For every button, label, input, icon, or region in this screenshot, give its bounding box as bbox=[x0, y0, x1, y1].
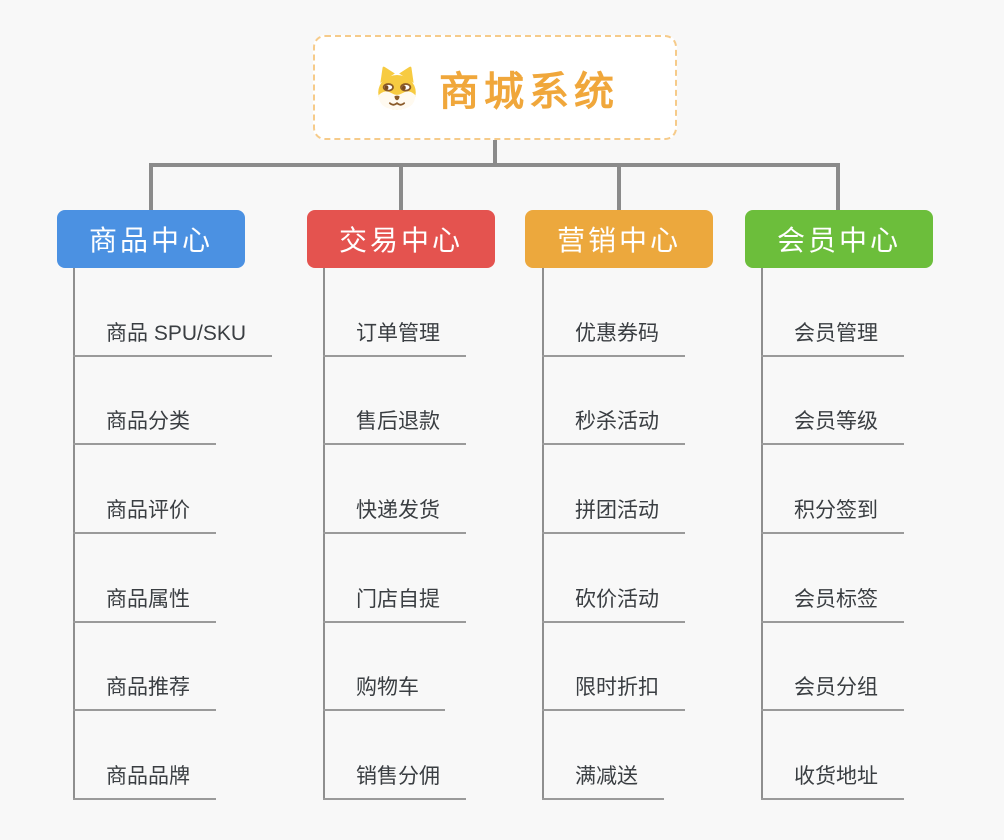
branch-label: 交易中心 bbox=[338, 225, 463, 256]
child-row: 秒杀活动 bbox=[542, 357, 685, 446]
leaf-node[interactable]: 商品品牌 bbox=[73, 760, 216, 801]
connector-horizontal-bar bbox=[149, 163, 840, 167]
branch-label: 会员中心 bbox=[776, 225, 901, 256]
leaf-node[interactable]: 商品分类 bbox=[73, 405, 216, 446]
connector-drop-branch-2 bbox=[399, 163, 403, 210]
leaf-node[interactable]: 快递发货 bbox=[323, 494, 466, 535]
leaf-node[interactable]: 销售分佣 bbox=[323, 760, 466, 801]
leaf-node[interactable]: 商品属性 bbox=[73, 583, 216, 623]
leaf-node[interactable]: 积分签到 bbox=[761, 494, 904, 535]
leaf-node[interactable]: 满减送 bbox=[542, 760, 664, 801]
connector-drop-branch-3 bbox=[617, 163, 621, 210]
branch-label: 营销中心 bbox=[556, 225, 681, 256]
child-row: 收货地址 bbox=[761, 711, 904, 801]
leaf-node[interactable]: 砍价活动 bbox=[542, 583, 685, 623]
child-row: 拼团活动 bbox=[542, 445, 685, 535]
child-row: 会员等级 bbox=[761, 357, 904, 446]
child-row: 积分签到 bbox=[761, 445, 904, 535]
root-node[interactable]: 商城系统 bbox=[313, 35, 677, 140]
connector-root-stub bbox=[493, 140, 497, 165]
leaf-node[interactable]: 门店自提 bbox=[323, 583, 466, 623]
leaf-node[interactable]: 商品评价 bbox=[73, 494, 216, 535]
child-row: 限时折扣 bbox=[542, 623, 685, 712]
leaf-node[interactable]: 会员管理 bbox=[761, 317, 904, 357]
branch-node-marketing-center[interactable]: 营销中心 bbox=[525, 210, 713, 268]
child-row: 会员管理 bbox=[761, 268, 904, 357]
child-row: 售后退款 bbox=[323, 357, 466, 446]
leaf-node[interactable]: 订单管理 bbox=[323, 317, 466, 357]
leaf-node[interactable]: 会员标签 bbox=[761, 583, 904, 623]
child-row: 商品推荐 bbox=[73, 623, 272, 712]
child-row: 快递发货 bbox=[323, 445, 466, 535]
leaf-node[interactable]: 秒杀活动 bbox=[542, 405, 685, 446]
leaf-node[interactable]: 会员分组 bbox=[761, 671, 904, 712]
leaf-node[interactable]: 限时折扣 bbox=[542, 671, 685, 712]
child-row: 会员分组 bbox=[761, 623, 904, 712]
branch-label: 商品中心 bbox=[88, 225, 213, 256]
children-trade-center: 订单管理 售后退款 快递发货 门店自提 购物车 销售分佣 bbox=[323, 268, 466, 801]
leaf-node[interactable]: 收货地址 bbox=[761, 760, 904, 801]
dog-face-icon bbox=[371, 63, 423, 113]
branch-node-product-center[interactable]: 商品中心 bbox=[57, 210, 245, 268]
child-row: 商品 SPU/SKU bbox=[73, 268, 273, 357]
leaf-node[interactable]: 售后退款 bbox=[323, 405, 466, 446]
leaf-node[interactable]: 拼团活动 bbox=[542, 494, 685, 535]
child-row: 砍价活动 bbox=[542, 534, 685, 623]
child-row: 门店自提 bbox=[323, 534, 466, 623]
child-row: 订单管理 bbox=[323, 268, 466, 357]
child-row: 优惠券码 bbox=[542, 268, 685, 357]
child-row: 商品评价 bbox=[73, 445, 272, 535]
child-row: 购物车 bbox=[323, 623, 466, 712]
root-title: 商城系统 bbox=[439, 69, 619, 114]
connector-drop-branch-4 bbox=[836, 163, 840, 210]
leaf-node[interactable]: 商品 SPU/SKU bbox=[73, 317, 273, 357]
branch-node-member-center[interactable]: 会员中心 bbox=[745, 210, 933, 268]
child-row: 销售分佣 bbox=[323, 711, 466, 801]
connector-drop-branch-1 bbox=[149, 163, 153, 210]
child-row: 商品属性 bbox=[73, 534, 272, 623]
children-marketing-center: 优惠券码 秒杀活动 拼团活动 砍价活动 限时折扣 满减送 bbox=[542, 268, 685, 801]
children-member-center: 会员管理 会员等级 积分签到 会员标签 会员分组 收货地址 bbox=[761, 268, 904, 801]
child-row: 满减送 bbox=[542, 711, 685, 801]
child-row: 会员标签 bbox=[761, 534, 904, 623]
leaf-node[interactable]: 购物车 bbox=[323, 671, 445, 712]
leaf-node[interactable]: 优惠券码 bbox=[542, 317, 685, 357]
leaf-node[interactable]: 商品推荐 bbox=[73, 671, 216, 712]
leaf-node[interactable]: 会员等级 bbox=[761, 405, 904, 446]
child-row: 商品分类 bbox=[73, 357, 272, 446]
children-product-center: 商品 SPU/SKU 商品分类 商品评价 商品属性 商品推荐 商品品牌 bbox=[73, 268, 273, 801]
branch-node-trade-center[interactable]: 交易中心 bbox=[307, 210, 495, 268]
child-row: 商品品牌 bbox=[73, 711, 272, 801]
